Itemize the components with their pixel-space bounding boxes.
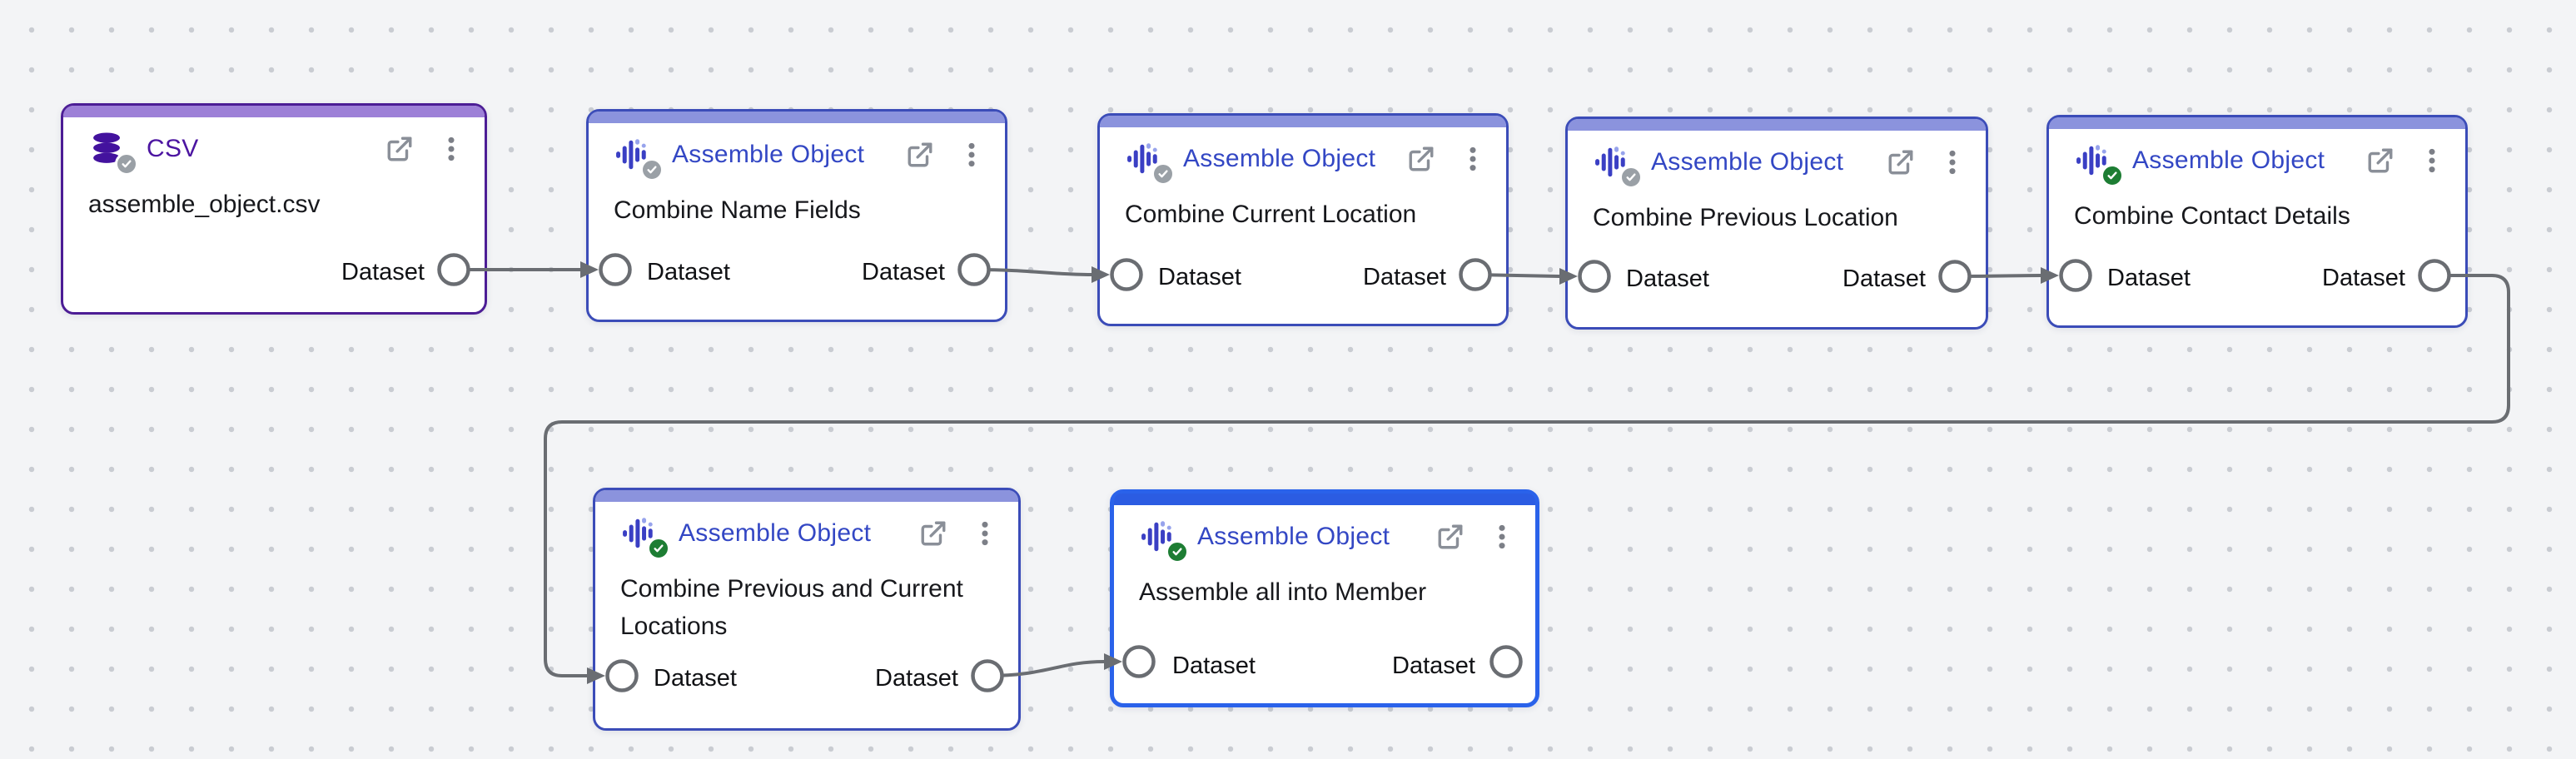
input-port-label: Dataset — [1172, 652, 1256, 679]
output-port-label: Dataset — [1392, 652, 1475, 679]
output-port[interactable] — [2418, 259, 2451, 292]
input-port[interactable] — [1110, 258, 1143, 291]
node-title: Assemble Object — [679, 519, 872, 547]
output-port-label: Dataset — [1363, 264, 1446, 290]
output-port[interactable] — [1489, 645, 1523, 678]
assemble-bars-icon — [614, 134, 664, 181]
input-port-label: Dataset — [1158, 264, 1241, 290]
node-description: Combine Name Fields — [614, 196, 861, 224]
output-port[interactable] — [437, 253, 470, 286]
assemble-bars-icon — [620, 513, 670, 560]
node-description: Combine Previous Location — [1593, 204, 1898, 231]
node-title: Assemble Object — [2132, 146, 2325, 174]
node-title: Assemble Object — [1183, 145, 1376, 172]
node-description: Assemble all into Member — [1139, 578, 1427, 606]
open-node-button[interactable] — [1406, 144, 1436, 174]
open-node-button[interactable] — [1886, 147, 1916, 177]
assemble-bars-icon — [1139, 516, 1189, 563]
connection-wire[interactable] — [544, 274, 2510, 677]
output-port-label: Dataset — [862, 259, 945, 285]
node-card-csv[interactable]: CSV assemble_object.csv Dataset — [61, 103, 487, 315]
input-port-label: Dataset — [1626, 265, 1709, 292]
node-accent-bar — [1114, 494, 1535, 505]
assemble-bars-icon — [1593, 141, 1643, 189]
node-header: Assemble Object — [2074, 139, 2447, 187]
kebab-menu-icon[interactable] — [436, 134, 466, 164]
status-badge-icon — [1166, 540, 1189, 563]
node-header: Assemble Object — [1593, 141, 1967, 189]
input-port[interactable] — [599, 253, 632, 286]
node-card-assemble-all-into-member[interactable]: Assemble Object Assemble all into Member… — [1110, 489, 1539, 707]
status-badge-icon — [647, 537, 670, 560]
node-card-combine-contact-details[interactable]: Assemble Object Combine Contact Details … — [2046, 115, 2468, 328]
node-card-combine-previous-location[interactable]: Assemble Object Combine Previous Locatio… — [1565, 117, 1988, 330]
input-port[interactable] — [605, 659, 639, 692]
node-accent-bar — [63, 106, 485, 117]
kebab-menu-icon[interactable] — [970, 518, 1000, 548]
node-accent-bar — [1100, 116, 1506, 127]
node-header: Assemble Object — [1139, 515, 1517, 563]
node-description: Combine Current Location — [1125, 201, 1417, 228]
node-accent-bar — [1568, 119, 1986, 131]
kebab-menu-icon[interactable] — [1458, 144, 1488, 174]
output-port-label: Dataset — [341, 259, 425, 285]
output-port[interactable] — [1459, 258, 1492, 291]
open-node-button[interactable] — [918, 518, 948, 548]
node-description: Combine Previous and Current Locations — [620, 575, 963, 640]
input-port-label: Dataset — [647, 259, 730, 285]
open-node-button[interactable] — [385, 134, 415, 164]
status-badge-icon — [1619, 166, 1643, 189]
output-port[interactable] — [957, 253, 991, 286]
output-port[interactable] — [971, 659, 1004, 692]
node-title: CSV — [147, 135, 199, 162]
assemble-bars-icon — [2074, 140, 2124, 187]
output-port-label: Dataset — [1842, 265, 1926, 292]
status-badge-icon — [115, 152, 138, 176]
input-port-label: Dataset — [654, 665, 737, 692]
node-header: Assemble Object — [620, 512, 1000, 560]
output-port-label: Dataset — [875, 665, 958, 692]
node-card-combine-previous-and-current-locations[interactable]: Assemble Object Combine Previous and Cur… — [593, 488, 1021, 731]
kebab-menu-icon[interactable] — [2417, 146, 2447, 176]
node-card-combine-name-fields[interactable]: Assemble Object Combine Name Fields Data… — [586, 109, 1007, 322]
node-title: Assemble Object — [672, 141, 865, 168]
connection-wire[interactable] — [986, 660, 1106, 677]
kebab-menu-icon[interactable] — [1487, 522, 1517, 552]
node-header: Assemble Object — [614, 133, 987, 181]
open-node-button[interactable] — [905, 140, 935, 170]
open-node-button[interactable] — [1435, 522, 1465, 552]
node-accent-bar — [2049, 117, 2465, 129]
input-port[interactable] — [1122, 645, 1156, 678]
node-description: assemble_object.csv — [88, 191, 321, 218]
status-badge-icon — [2101, 164, 2124, 187]
node-title: Assemble Object — [1651, 148, 1844, 176]
database-icon — [88, 128, 138, 176]
output-port-label: Dataset — [2322, 265, 2405, 291]
node-accent-bar — [589, 112, 1005, 123]
node-header: CSV — [88, 127, 466, 176]
input-port[interactable] — [2059, 259, 2092, 292]
input-port[interactable] — [1578, 260, 1611, 293]
node-header: Assemble Object — [1125, 137, 1488, 186]
output-port[interactable] — [1938, 260, 1972, 293]
node-description: Combine Contact Details — [2074, 202, 2350, 230]
kebab-menu-icon[interactable] — [957, 140, 987, 170]
input-port-label: Dataset — [2107, 265, 2191, 291]
connection-wire[interactable] — [972, 268, 1093, 276]
kebab-menu-icon[interactable] — [1937, 147, 1967, 177]
node-card-combine-current-location[interactable]: Assemble Object Combine Current Location… — [1097, 113, 1509, 326]
node-accent-bar — [595, 490, 1018, 502]
node-title: Assemble Object — [1197, 523, 1390, 550]
assemble-bars-icon — [1125, 138, 1175, 186]
status-badge-icon — [640, 158, 664, 181]
open-node-button[interactable] — [2365, 146, 2395, 176]
status-badge-icon — [1151, 162, 1175, 186]
